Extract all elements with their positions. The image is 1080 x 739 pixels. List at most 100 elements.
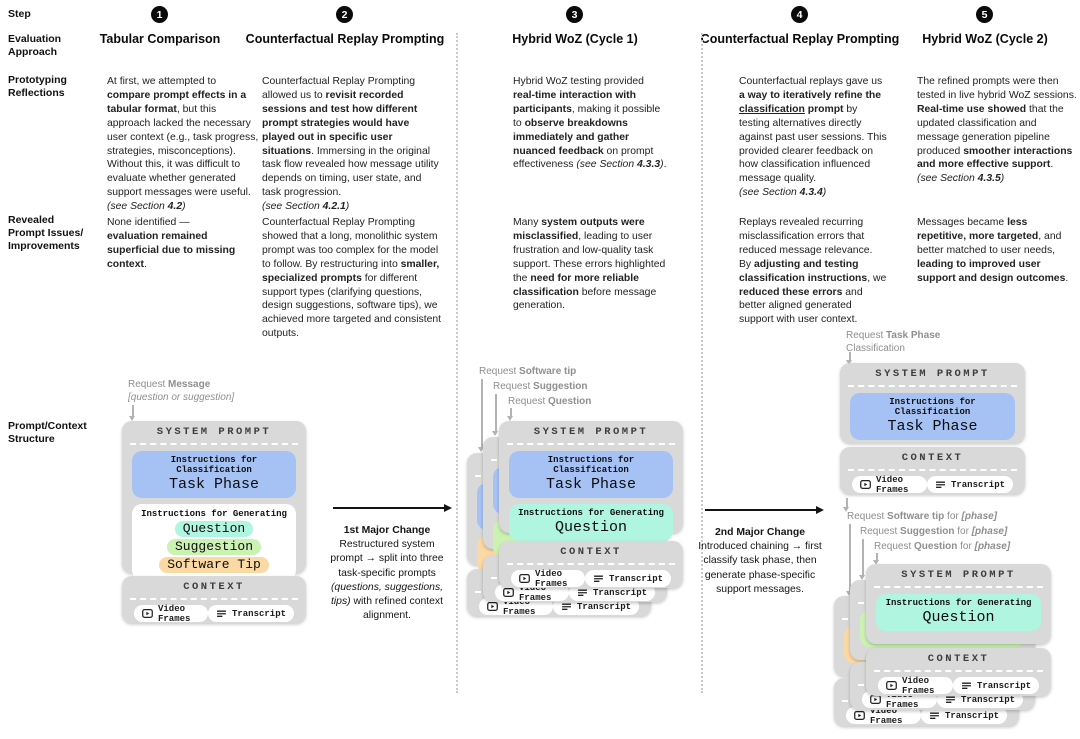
step-badge: 3 — [566, 6, 583, 23]
context-card: CONTEXT Video Frames Transcript — [866, 648, 1051, 696]
context-card: CONTEXT Video Frames Transcript — [840, 447, 1025, 495]
software-tip-highlight: Software Tip — [159, 557, 269, 573]
request-label: Request Software tip — [479, 366, 577, 377]
transcript-icon — [962, 681, 971, 689]
transcript-chip: Transcript — [584, 570, 671, 587]
reflections-text: The refined prompts were then tested in … — [917, 76, 1077, 185]
video-frames-chip: Video Frames — [134, 603, 208, 624]
generating-pill: Instructions for Generating Question — [509, 504, 673, 541]
row-label-step: Step — [8, 8, 31, 20]
request-label: Request Question — [508, 396, 592, 407]
suggestion-highlight: Suggestion — [166, 539, 261, 555]
chip-label: Transcript — [944, 710, 999, 721]
video-frames-chip: Video Frames — [852, 474, 927, 495]
context-title: CONTEXT — [901, 452, 964, 464]
chip-label: Transcript — [950, 479, 1005, 490]
change-note-heading: 1st Major Change — [343, 525, 431, 536]
transcript-icon — [946, 695, 955, 703]
classification-label: Instructions for Classification — [889, 397, 976, 417]
system-prompt-card: SYSTEM PROMPT Instructions for Classific… — [499, 421, 683, 541]
video-frames-icon — [854, 711, 865, 720]
video-frames-icon — [519, 574, 530, 583]
reflections-text: Counterfactual replays gave us a way to … — [739, 76, 887, 199]
question-highlight: Question — [174, 521, 254, 537]
chip-label: Transcript — [960, 694, 1015, 705]
video-frames-chip: Video Frames — [511, 568, 585, 589]
connector-arrow-down-icon — [492, 394, 498, 436]
video-frames-chip: Video Frames — [878, 675, 953, 696]
column-title: Counterfactual Replay Prompting — [700, 32, 900, 46]
step-badge: 5 — [976, 6, 993, 23]
dashed-divider — [507, 443, 675, 445]
connector-arrow-down-icon — [478, 379, 484, 452]
transcript-icon — [217, 609, 226, 617]
chip-label: Video Frames — [876, 474, 909, 495]
arrow-right-icon — [333, 503, 452, 512]
step-badge: 4 — [791, 6, 808, 23]
dashed-divider — [507, 563, 675, 565]
generating-value: Question — [554, 519, 627, 536]
video-frames-icon — [886, 681, 897, 690]
classification-pill: Instructions for Classification Task Pha… — [509, 451, 673, 498]
system-prompt-title: SYSTEM PROMPT — [875, 368, 990, 380]
row-label-evaluation-approach: Evaluation Approach — [8, 33, 62, 58]
system-prompt-card: SYSTEM PROMPT Instructions for Classific… — [840, 363, 1025, 443]
chip-label: Video Frames — [158, 603, 191, 624]
issues-text: Replays revealed recurring misclassifica… — [739, 217, 887, 326]
connector-arrow-down-icon — [859, 539, 865, 580]
transcript-icon — [594, 574, 603, 582]
request-label: Request Suggestion — [493, 381, 588, 392]
generating-label: Instructions for Generating — [885, 598, 1032, 608]
reflections-text: Hybrid WoZ testing provided real-time in… — [513, 76, 667, 171]
context-card: CONTEXT Video Frames Transcript — [499, 541, 683, 589]
arrow-down-icon — [129, 405, 135, 421]
chip-label: Transcript — [592, 587, 647, 598]
change-note: 1st Major Change Restructured system pro… — [322, 524, 452, 623]
step-badge: 1 — [151, 6, 168, 23]
connector-arrow-down-icon — [873, 553, 879, 565]
reflections-text: Counterfactual Replay Prompting allowed … — [262, 76, 439, 213]
video-frames-icon — [860, 480, 871, 489]
arrow-down-icon — [843, 498, 849, 512]
transcript-icon — [578, 588, 587, 596]
issues-text: Counterfactual Replay Prompting showed t… — [262, 217, 442, 340]
issues-text: Many system outputs were misclassified, … — [513, 217, 666, 312]
arrow-down-icon — [846, 352, 852, 365]
issues-text: None identified —evaluation remained sup… — [107, 217, 236, 270]
chip-label: Video Frames — [535, 568, 568, 589]
transcript-icon — [936, 480, 945, 488]
dashed-divider — [130, 598, 298, 600]
dashed-divider — [130, 443, 298, 445]
chip-label: Transcript — [608, 573, 663, 584]
change-note-body: Restructured system prompt → split into … — [330, 539, 444, 622]
system-prompt-card: SYSTEM PROMPT Instructions for Classific… — [122, 421, 306, 580]
video-frames-icon — [870, 695, 881, 704]
dashed-divider — [848, 469, 1017, 471]
row-label-revealed-issues: Revealed Prompt Issues/ Improvements — [8, 214, 84, 252]
change-note-heading: 2nd Major Change — [714, 527, 806, 538]
chip-label: Video Frames — [902, 675, 935, 696]
generating-pill: Instructions for Generating Question — [876, 594, 1041, 631]
video-frames-icon — [503, 588, 514, 597]
chip-label: Transcript — [976, 680, 1031, 691]
generating-box: Instructions for Generating Question Sug… — [132, 504, 296, 580]
arrow-right-icon — [705, 505, 824, 514]
request-label: Request Question for [phase] — [874, 541, 1011, 552]
transcript-chip: Transcript — [552, 598, 639, 615]
transcript-chip: Transcript — [207, 605, 294, 622]
chip-label: Transcript — [576, 601, 631, 612]
generating-value: Question — [922, 609, 995, 626]
connector-arrow-down-icon — [846, 524, 852, 596]
column-title: Tabular Comparison — [99, 32, 221, 46]
column-title: Hybrid WoZ (Cycle 2) — [922, 32, 1048, 46]
reflections-text: At first, we attempted to compare prompt… — [107, 76, 259, 213]
step-badge: 2 — [336, 6, 353, 23]
classification-label: Instructions for Classification — [547, 455, 635, 475]
generating-label: Instructions for Generating — [518, 508, 664, 518]
issues-text: Messages became less repetitive, more ta… — [917, 217, 1069, 284]
context-card: CONTEXT Video Frames Transcript — [122, 576, 306, 624]
change-note-body: Introduced chaining → first classify tas… — [698, 541, 822, 595]
transcript-chip: Transcript — [568, 584, 655, 601]
